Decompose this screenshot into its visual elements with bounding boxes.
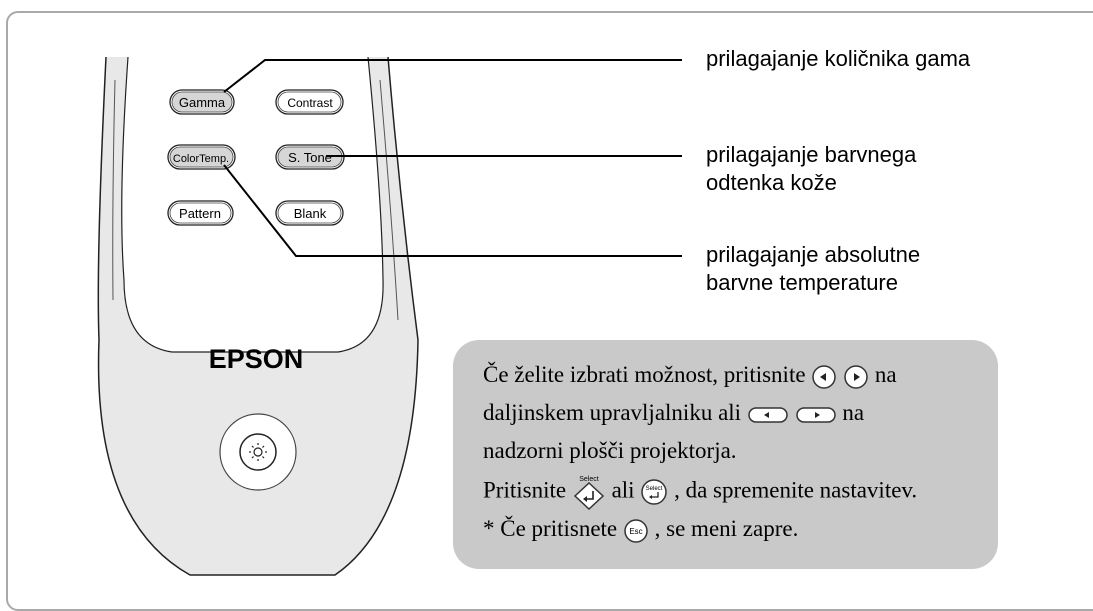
- select-remote-label: Select: [579, 476, 599, 483]
- skin-tone-callout-line1: prilagajanje barvnega: [706, 142, 917, 167]
- skin-tone-callout-line2: odtenka kože: [706, 170, 837, 195]
- note-line-2-text: daljinskem upravljalniku ali: [483, 400, 742, 425]
- pattern-button: Pattern: [167, 200, 234, 226]
- select-remote-button-icon: Select: [573, 476, 604, 510]
- blank-button-label: Blank: [294, 206, 327, 221]
- note-line-3: nadzorni plošči projektorja.: [483, 438, 737, 463]
- note-line-4-text: Pritisnite: [483, 477, 567, 503]
- contrast-button: Contrast: [275, 89, 344, 115]
- note-line-1-text: Če želite izbrati možnost, pritisnite: [483, 362, 806, 387]
- left-round-button-icon: [812, 364, 837, 389]
- panel-left-button-icon: [748, 406, 788, 423]
- abs-temp-callout-line1: prilagajanje absolutne: [706, 242, 921, 267]
- remote-inner-panel: [121, 56, 384, 353]
- panel-right-button-icon: [795, 406, 836, 423]
- note-line-2-end: na: [842, 400, 865, 425]
- note-line-4-mid: ali: [611, 477, 635, 503]
- pattern-button-label: Pattern: [179, 206, 221, 221]
- contrast-button-label: Contrast: [287, 96, 333, 110]
- gamma-button-label: Gamma: [179, 95, 226, 110]
- select-panel-label: Select: [646, 486, 663, 492]
- color-temp-leader: [223, 164, 682, 257]
- note-line-4: Pritisnite Select ali Select , da spreme…: [483, 474, 917, 510]
- note-line-4-end: , da spremenite nastavitev.: [674, 477, 918, 503]
- blank-button: Blank: [275, 200, 344, 226]
- instruction-note: Če želite izbrati možnost, pritisnite na…: [453, 340, 998, 569]
- abs-temp-callout-line2: barvne temperature: [706, 270, 898, 295]
- note-line-5-text: * Če pritisnete: [483, 516, 618, 541]
- light-icon: [249, 443, 267, 461]
- note-line-1-end: na: [874, 362, 897, 387]
- gamma-leader: [223, 59, 682, 93]
- color-temp-button-label: ColorTemp.: [173, 153, 229, 165]
- note-line-5-end: , se meni zapre.: [654, 516, 799, 541]
- color-temp-button: ColorTemp.: [167, 144, 236, 170]
- remote-illustration: Gamma Contrast ColorTemp. S. Tone Patter…: [97, 56, 682, 576]
- select-panel-button-icon: Select: [641, 479, 668, 505]
- note-line-5: * Če pritisnete Esc , se meni zapre.: [483, 516, 798, 544]
- s-tone-button: S. Tone: [275, 144, 345, 170]
- note-line-2: daljinskem upravljalniku ali na: [483, 400, 864, 426]
- esc-button-icon: Esc: [624, 518, 648, 543]
- esc-label: Esc: [629, 527, 642, 536]
- light-button: [219, 413, 297, 491]
- note-line-1: Če želite izbrati možnost, pritisnite na: [483, 362, 897, 390]
- gamma-callout: prilagajanje količnika gama: [706, 46, 971, 71]
- gamma-button: Gamma: [169, 89, 235, 115]
- right-round-button-icon: [844, 364, 868, 389]
- brand-logo: EPSON: [209, 344, 304, 374]
- s-tone-button-label: S. Tone: [288, 150, 332, 165]
